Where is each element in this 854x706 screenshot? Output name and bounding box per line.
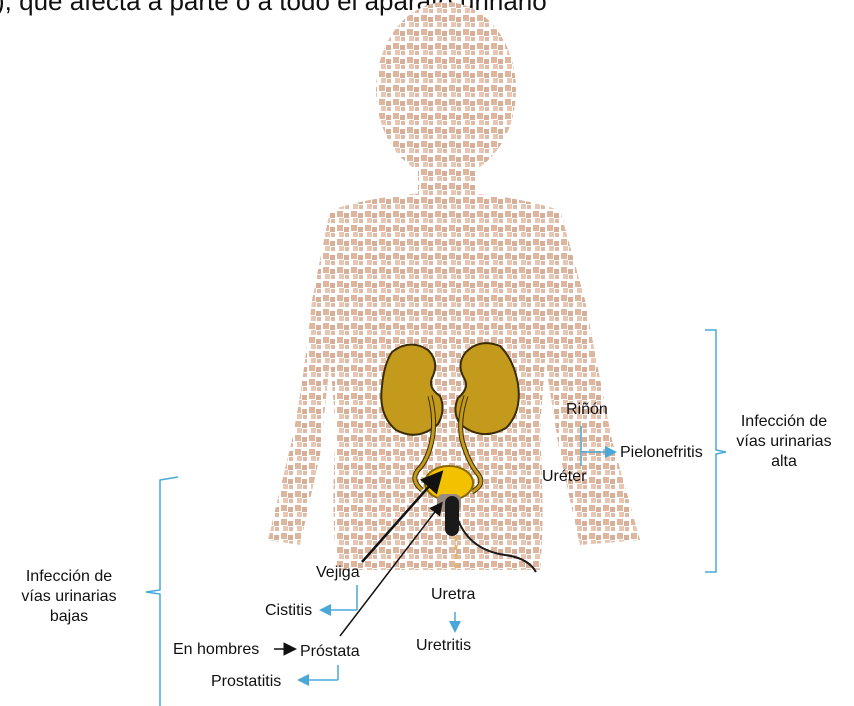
right-kidney-icon xyxy=(455,343,518,434)
label-uretritis: Uretritis xyxy=(416,636,471,655)
upper-line-1: Infección de xyxy=(735,412,833,432)
label-ureter: Uréter xyxy=(542,467,586,486)
urethra-tube-icon xyxy=(445,496,459,536)
upper-line-2: vías urinarias xyxy=(735,432,833,452)
lower-bracket xyxy=(146,477,178,706)
lower-line-1: Infección de xyxy=(10,567,128,587)
label-cistitis: Cistitis xyxy=(265,601,312,620)
lower-line-3: bajas xyxy=(10,607,128,627)
prostatitis-connector xyxy=(300,665,338,680)
label-upper-infection: Infección de vías urinarias alta xyxy=(735,412,833,472)
label-prostata: Próstata xyxy=(300,642,360,661)
label-uretra: Uretra xyxy=(431,585,475,604)
label-pielonefritis: Pielonefritis xyxy=(620,443,703,462)
label-rinon: Riñón xyxy=(566,400,608,419)
lower-line-2: vías urinarias xyxy=(10,587,128,607)
label-lower-infection: Infección de vías urinarias bajas xyxy=(10,567,128,627)
upper-line-3: alta xyxy=(735,452,833,472)
label-vejiga: Vejiga xyxy=(316,563,360,582)
upper-bracket xyxy=(705,330,726,572)
label-en-hombres: En hombres xyxy=(173,640,259,659)
label-prostatitis: Prostatitis xyxy=(211,672,281,691)
cistitis-connector xyxy=(322,585,357,610)
